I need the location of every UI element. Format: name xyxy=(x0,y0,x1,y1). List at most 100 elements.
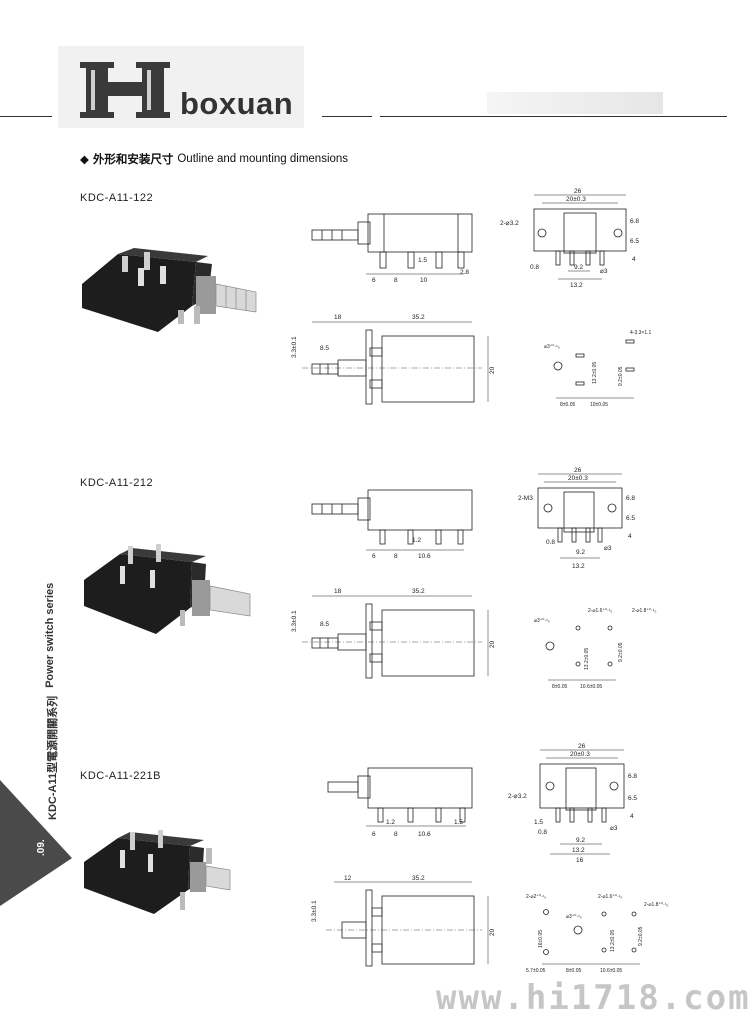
front-dim: 6.5 xyxy=(626,515,635,522)
front-dim: 20±0.3 xyxy=(570,751,590,758)
top-dim: 35.2 xyxy=(412,588,425,595)
model-name: KDC-A11-221B xyxy=(80,770,161,782)
pcb-dim: 2-⌀2⁺⁰·¹₀ xyxy=(526,894,546,900)
top-dim: 8.5 xyxy=(320,345,329,352)
side-dim: 8 xyxy=(394,553,398,560)
pcb-dim: 2-⌀1.6⁺⁰·¹₀ xyxy=(598,894,622,900)
pcb-dim: 2-⌀1.8⁺⁰·¹₀ xyxy=(644,902,668,908)
top-dim: 12 xyxy=(344,875,352,882)
header-rule-mid xyxy=(322,116,372,117)
front-dim: 9.2 xyxy=(574,264,583,271)
product-photo-2 xyxy=(84,544,251,634)
bullet-icon: ◆ xyxy=(80,154,89,166)
front-view-3: 26 20±0.3 2-⌀3.2 6.8 6.5 4 1.5 0.8 ⌀3 9.… xyxy=(508,743,637,864)
pcb-dim: ⌀3⁺⁰·¹₀ xyxy=(534,618,550,624)
pcb-layout-3: 2-⌀2⁺⁰·¹₀ ⌀3⁺⁰·¹₀ 2-⌀1.6⁺⁰·¹₀ 2-⌀1.8⁺⁰·¹… xyxy=(526,894,668,974)
front-dim: 4 xyxy=(630,813,634,820)
front-dim: 2-M3 xyxy=(518,495,533,502)
front-dim: 6.8 xyxy=(628,773,637,780)
top-dim: 8.5 xyxy=(320,621,329,628)
front-dim: 6.5 xyxy=(628,795,637,802)
front-dim: 20±0.3 xyxy=(568,475,588,482)
pcb-layout-1: ⌀3⁺⁰·¹₀ 4-3.3×1.1 13.2±0.05 9.2±0.05 8±0… xyxy=(544,330,651,408)
pcb-dim: 2-⌀1.8⁺⁰·¹₀ xyxy=(632,608,656,614)
model-name: KDC-A11-212 xyxy=(80,477,154,489)
front-view-2: 26 20±0.3 2-M3 6.8 6.5 4 0.8 ⌀3 9.2 13.2 xyxy=(518,467,635,570)
top-dim: 20 xyxy=(489,366,496,374)
brand-name: boxuan xyxy=(180,86,294,121)
header-rule-right xyxy=(380,116,727,117)
top-dim: 20 xyxy=(489,640,496,648)
front-dim: 0.8 xyxy=(538,829,547,836)
header-decoration-bar xyxy=(487,92,663,114)
pcb-dim: ⌀3⁺⁰·¹₀ xyxy=(544,344,560,350)
side-dim: 8 xyxy=(394,277,398,284)
top-view-3: 12 35.2 3.3±0.1 20 xyxy=(311,875,496,967)
front-dim: ⌀3 xyxy=(604,545,612,552)
product-photo-3 xyxy=(84,830,231,914)
pcb-dim: 9.2±0.05 xyxy=(618,642,624,662)
front-dim: 4 xyxy=(632,256,636,263)
side-dim: 1.5 xyxy=(418,257,427,264)
side-dim: 10.6 xyxy=(418,553,431,560)
section-title-en: Outline and mounting dimensions xyxy=(177,153,349,165)
pcb-dim: 4-3.3×1.1 xyxy=(630,330,651,336)
front-dim: ⌀3 xyxy=(610,825,618,832)
top-view-1: 18 35.2 3.3±0.1 8.5 20 xyxy=(291,314,496,405)
logo-h-mark xyxy=(80,62,170,118)
pcb-dim: 8±0.05 xyxy=(560,402,575,408)
side-dim: 1.5 xyxy=(454,819,463,826)
side-dim: 8 xyxy=(394,831,398,838)
front-dim: 6.5 xyxy=(630,238,639,245)
front-dim: 1.5 xyxy=(534,819,543,826)
pcb-dim: 9.2±0.05 xyxy=(638,926,644,946)
watermark: www.hi1718.com xyxy=(436,978,751,1018)
front-dim: 2-⌀3.2 xyxy=(500,220,519,227)
side-dim: 10.6 xyxy=(418,831,431,838)
sidebar-title-cn: KDC-A11型電源開關系列 xyxy=(47,695,59,820)
top-dim: 35.2 xyxy=(412,875,425,882)
pcb-dim: 2-⌀1.6⁺⁰·¹₀ xyxy=(588,608,612,614)
front-dim: ⌀3 xyxy=(600,268,608,275)
front-view-1: 26 20±0.3 2-⌀3.2 6.8 6.5 4 0.8 ⌀3 9.2 13… xyxy=(500,188,639,289)
pcb-dim: 10.6±0.05 xyxy=(580,684,602,690)
side-view-1: 6 8 1.5 10 2.8 xyxy=(311,213,473,284)
pcb-dim: 10.6±0.05 xyxy=(600,968,622,974)
side-dim: 6 xyxy=(372,831,376,838)
front-dim: 13.2 xyxy=(572,847,585,854)
product-photo-1 xyxy=(82,248,257,332)
top-dim: 3.3±0.1 xyxy=(291,336,298,358)
pcb-dim: ⌀3⁺⁰·¹₀ xyxy=(566,914,582,920)
side-view-3: 6 8 10.6 1.2 1.5 xyxy=(327,767,473,838)
header-rule-left xyxy=(0,116,52,117)
front-dim: 0.8 xyxy=(546,539,555,546)
front-dim: 13.2 xyxy=(570,282,583,289)
model-name: KDC-A11-122 xyxy=(80,192,154,204)
top-dim: 18 xyxy=(334,314,342,321)
top-dim: 35.2 xyxy=(412,314,425,321)
top-view-2: 18 35.2 3.3±0.1 8.5 20 xyxy=(291,588,496,679)
pcb-dim: 13.2±0.05 xyxy=(592,362,598,384)
section-heading: ◆ 外形和安装尺寸 Outline and mounting dimension… xyxy=(80,151,348,167)
pcb-dim: 9.2±0.05 xyxy=(618,366,624,386)
pcb-layout-2: ⌀3⁺⁰·¹₀ 2-⌀1.6⁺⁰·¹₀ 2-⌀1.8⁺⁰·¹₀ 13.2±0.0… xyxy=(534,608,656,690)
side-dim: 2.8 xyxy=(460,269,469,276)
top-dim: 18 xyxy=(334,588,342,595)
front-dim: 13.2 xyxy=(572,563,585,570)
front-dim: 6.8 xyxy=(630,218,639,225)
front-dim: 20±0.3 xyxy=(566,196,586,203)
top-dim: 20 xyxy=(489,928,496,936)
page-number: .09. xyxy=(36,839,47,856)
top-dim: 3.3±0.1 xyxy=(311,900,318,922)
pcb-dim: 13.2±0.05 xyxy=(610,930,616,952)
side-dim: 1.2 xyxy=(386,819,395,826)
front-dim: 9.2 xyxy=(576,549,585,556)
pcb-dim: 5.7±0.05 xyxy=(526,968,546,974)
pcb-dim: 16±0.05 xyxy=(538,930,544,948)
pcb-dim: 8±0.05 xyxy=(552,684,567,690)
side-view-2: 6 8 10.6 1.2 xyxy=(311,489,473,560)
side-dim: 10 xyxy=(420,277,428,284)
front-dim: 6.8 xyxy=(626,495,635,502)
sidebar-title: KDC-A11型電源開關系列 Power switch series xyxy=(44,583,60,820)
sidebar-title-en: Power switch series xyxy=(44,582,56,688)
